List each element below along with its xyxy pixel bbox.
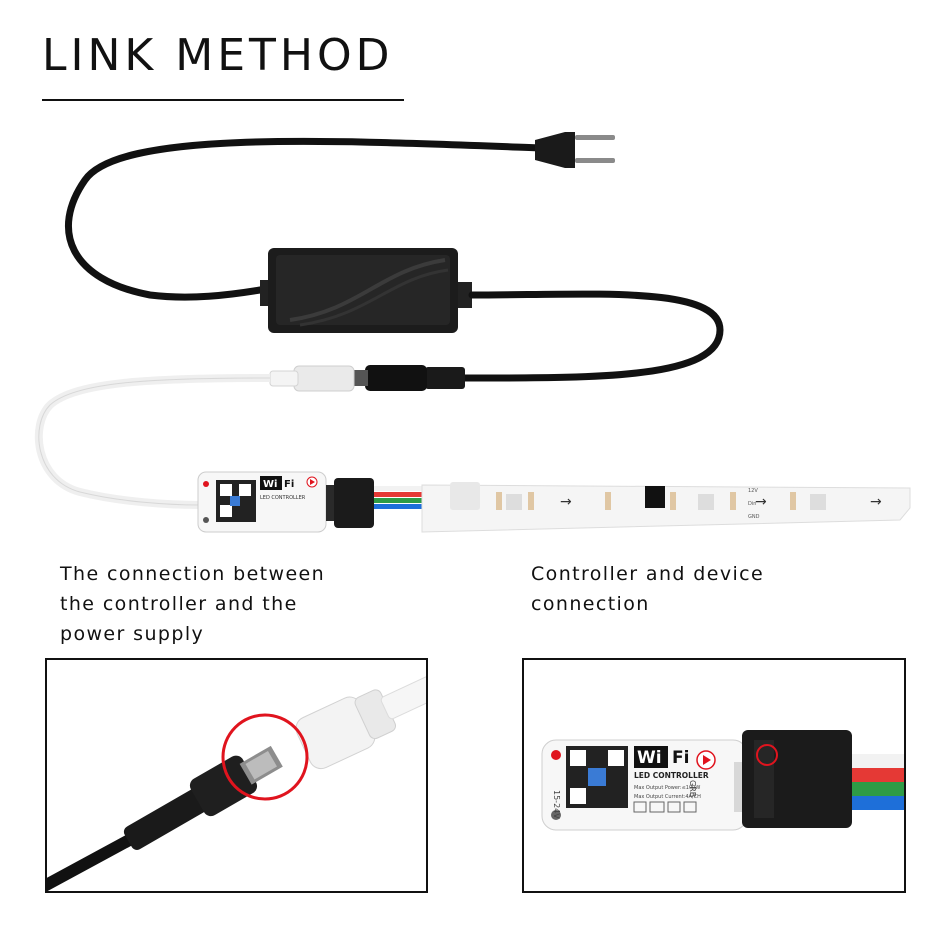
- voltage-label: 15-24V: [552, 790, 561, 819]
- led-controller-label: LED CONTROLLER: [634, 771, 709, 780]
- wifi-controller-icon: Wi Fi LED CONTROLLER: [197, 471, 327, 533]
- strip-label-din: Din: [748, 501, 756, 507]
- power-cable-dc: [456, 290, 724, 382]
- eu-plug-icon: [535, 132, 615, 168]
- strip-label-12v: 12V: [748, 488, 758, 494]
- detail-panel-device-connection: 15-24V Wi Fi LED CONTROLLER Max Output P…: [522, 658, 906, 893]
- led-strip-icon: → → → 12V Din GND: [421, 482, 911, 533]
- wiring-diagram-illustration: Wi Fi LED CONTROLLER → → → 12V Din: [34, 132, 911, 533]
- page-title: LINK METHOD: [42, 30, 394, 81]
- pin-labels: GRB: [688, 780, 697, 797]
- logo-fi: Fi: [672, 748, 689, 768]
- power-cable-ac: [65, 137, 546, 301]
- caption-power-connection: The connection between the controller an…: [60, 563, 326, 645]
- highlight-circle: [221, 713, 309, 801]
- power-adapter-icon: [260, 248, 472, 333]
- dc-plug-icon: [352, 365, 465, 391]
- pin-highlight-circle: [756, 744, 778, 766]
- svg-text:→: →: [755, 494, 767, 510]
- dc-female-connector-icon: [269, 365, 355, 392]
- logo-wi: Wi: [637, 748, 662, 768]
- caption-device-connection: Controller and device connection: [531, 563, 765, 615]
- title-underline: [42, 99, 404, 101]
- rgb-connector-icon: [326, 478, 374, 528]
- controller-closeup-illustration: 15-24V Wi Fi LED CONTROLLER Max Output P…: [541, 730, 904, 831]
- svg-text:→: →: [560, 494, 572, 510]
- svg-text:→: →: [870, 494, 882, 510]
- dc-jack-closeup-illustration: [47, 673, 426, 891]
- strip-label-gnd: GND: [748, 514, 760, 520]
- spec-current: Max Output Current:4A/CH: [634, 794, 701, 800]
- spec-power: Max Output Power:≤100W: [634, 785, 700, 791]
- controller-label: LED CONTROLLER: [260, 495, 306, 501]
- rgb-wires-icon: [374, 486, 422, 509]
- controller-logo-wi: Wi: [263, 479, 277, 490]
- detail-panel-power-connection: [45, 658, 428, 893]
- controller-logo-fi: Fi: [284, 479, 294, 490]
